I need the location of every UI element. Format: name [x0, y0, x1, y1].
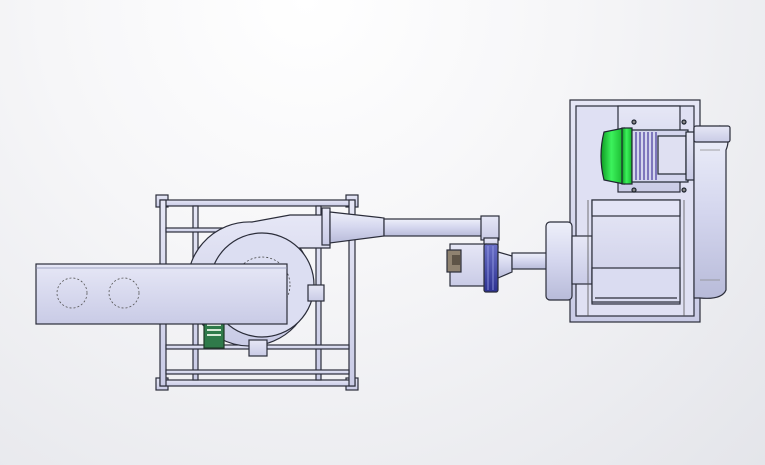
pulley-guard[interactable] [693, 125, 731, 299]
motor-terminal-box [657, 135, 687, 175]
small-motor-fan-icon [483, 243, 499, 293]
impeller-hidden-line [233, 256, 291, 314]
inlet-duct[interactable] [35, 263, 288, 325]
frame-rail-bottom [159, 379, 356, 387]
outlet-flange [321, 207, 331, 246]
connecting-pipe[interactable] [321, 207, 500, 249]
blower-outlet-stub [307, 284, 325, 302]
pipe-elbow [480, 215, 500, 241]
reducer-cone [329, 211, 385, 244]
motor-end-cap-icon [600, 127, 625, 185]
duct-port-hidden [56, 277, 88, 309]
pipe-straight [383, 218, 485, 237]
frame-rail-top [159, 199, 356, 207]
small-motor[interactable] [446, 243, 549, 293]
frame-rail-right [348, 199, 356, 387]
rotor-pulley [545, 221, 573, 301]
motor-cooling-fins-icon [635, 132, 657, 180]
duct-port-hidden [108, 277, 140, 309]
main-motor[interactable] [600, 119, 695, 193]
frame-cross-rail [165, 369, 350, 375]
drive-shaft [511, 252, 549, 270]
belt-guard [693, 125, 729, 299]
duct-body [35, 263, 288, 325]
blower-foot [248, 339, 268, 357]
